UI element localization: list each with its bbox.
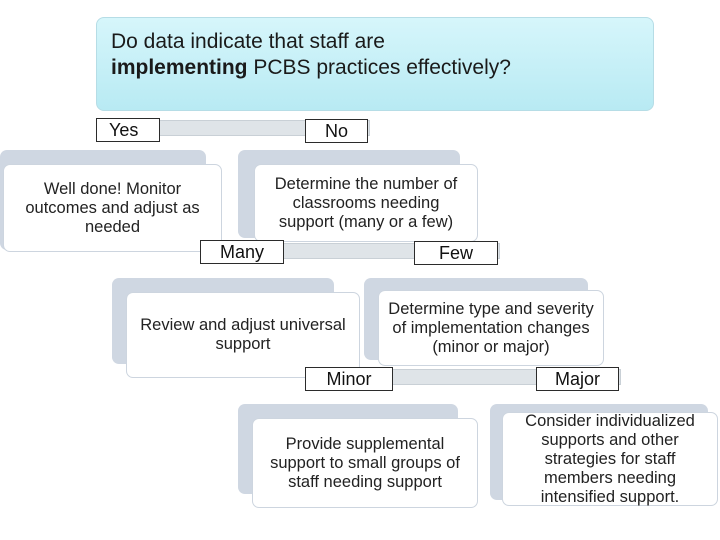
- well-done-text: Well done! Monitor outcomes and adjust a…: [3, 164, 222, 252]
- label-no: No: [305, 119, 368, 143]
- supplemental-text: Provide supplemental support to small gr…: [252, 418, 478, 508]
- card-well-done: Well done! Monitor outcomes and adjust a…: [0, 150, 222, 252]
- question-box: Do data indicate that staff are implemen…: [96, 17, 654, 111]
- card-determine-number: Determine the number of classrooms needi…: [238, 150, 478, 242]
- label-yes: Yes: [96, 118, 160, 142]
- question-bold: implementing: [111, 56, 248, 79]
- label-few: Few: [414, 241, 498, 265]
- individualized-text: Consider individualized supports and oth…: [502, 412, 718, 506]
- label-major: Major: [536, 367, 619, 391]
- determine-type-text: Determine type and severity of implement…: [378, 290, 604, 366]
- review-adjust-text: Review and adjust universal support: [126, 292, 360, 378]
- label-minor: Minor: [305, 367, 393, 391]
- determine-number-text: Determine the number of classrooms needi…: [254, 164, 478, 242]
- card-supplemental: Provide supplemental support to small gr…: [238, 404, 478, 508]
- label-many: Many: [200, 240, 284, 264]
- card-review-adjust: Review and adjust universal support: [112, 278, 360, 378]
- question-prefix: Do data indicate that staff are: [111, 30, 385, 53]
- card-individualized: Consider individualized supports and oth…: [490, 404, 718, 506]
- question-suffix: PCBS practices effectively?: [253, 56, 511, 79]
- card-determine-type: Determine type and severity of implement…: [364, 278, 604, 366]
